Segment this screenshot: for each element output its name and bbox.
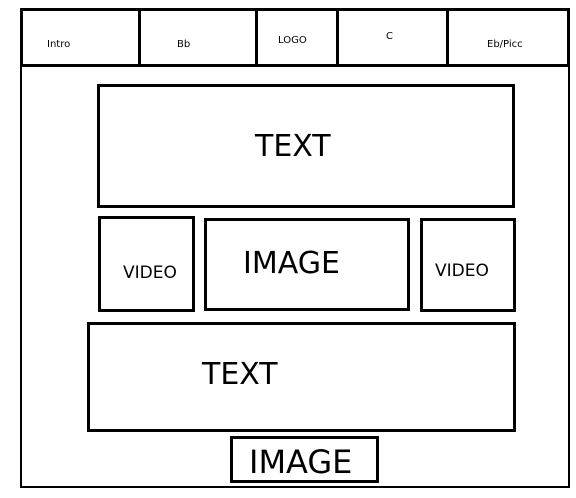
nav-item-label: Intro <box>47 39 71 50</box>
text-block-bottom: TEXT <box>87 322 516 432</box>
nav-item-label: Eb/Picc <box>487 39 523 50</box>
nav-bar: Intro Bb LOGO C Eb/Picc <box>20 8 570 67</box>
image-placeholder-bottom: IMAGE <box>230 436 379 483</box>
video-placeholder-left[interactable]: VIDEO <box>98 216 195 312</box>
logo-label: LOGO <box>278 35 307 46</box>
nav-item-bb[interactable]: Bb <box>138 8 258 67</box>
video-label: VIDEO <box>123 263 177 283</box>
text-block-label: TEXT <box>255 129 331 164</box>
image-placeholder-center: IMAGE <box>204 218 410 311</box>
text-block-label: TEXT <box>202 357 278 392</box>
image-label: IMAGE <box>243 246 340 281</box>
image-label: IMAGE <box>249 443 353 481</box>
nav-item-label: C <box>386 31 393 42</box>
nav-item-eb-picc[interactable]: Eb/Picc <box>446 8 570 67</box>
nav-item-c[interactable]: C <box>336 8 449 67</box>
video-placeholder-right[interactable]: VIDEO <box>420 218 516 312</box>
nav-logo[interactable]: LOGO <box>255 8 339 67</box>
nav-item-label: Bb <box>177 39 191 50</box>
nav-item-intro[interactable]: Intro <box>20 8 141 67</box>
video-label: VIDEO <box>435 261 489 281</box>
text-block-top: TEXT <box>97 84 515 208</box>
